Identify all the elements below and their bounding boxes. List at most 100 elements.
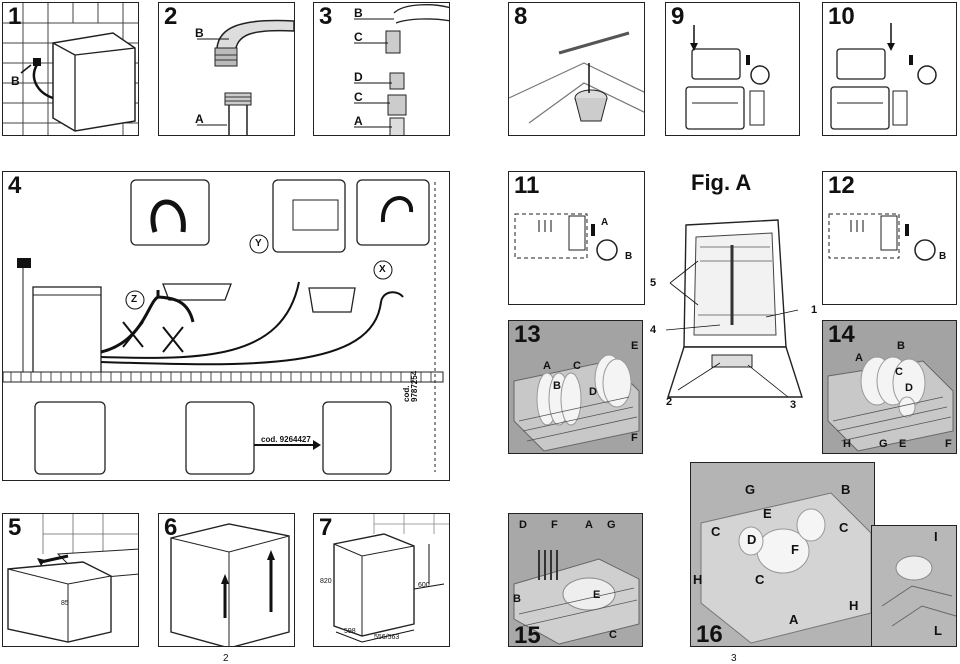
figure-4-label-z: Z xyxy=(131,294,138,305)
figure-10-panel: 10 xyxy=(822,2,957,136)
figure-11-number: 11 xyxy=(514,172,540,199)
figure-16-label-l: L xyxy=(934,623,942,638)
figure-4-label-x: X xyxy=(379,264,386,275)
fig-a-callout-4: 4 xyxy=(650,324,657,336)
figure-4-code-2: cod. 9787254 xyxy=(402,370,419,402)
figure-12-number: 12 xyxy=(828,172,855,199)
figure-16-label-a: A xyxy=(789,612,799,627)
figure-15-number: 15 xyxy=(514,622,541,647)
figure-16-label-h2: H xyxy=(849,598,859,613)
figure-16-panel: 16 G B E C D C F H C A H xyxy=(690,462,875,647)
figure-16-label-e: E xyxy=(763,506,772,521)
figure-7-panel: 7 598 556/563 820 600 xyxy=(313,513,450,647)
figure-14-label-d: D xyxy=(905,382,913,394)
figure-15-panel: 15 D F A G B E C xyxy=(508,513,643,647)
figure-16-photo xyxy=(691,463,874,646)
fig-a-callout-2: 2 xyxy=(666,396,673,408)
fig-a-callout-1: 1 xyxy=(811,304,818,316)
figure-3-label-b: B xyxy=(354,6,363,20)
figure-7-dim-598: 598 xyxy=(344,628,356,635)
figure-16-label-c1: C xyxy=(711,524,721,539)
figure-14-label-g: G xyxy=(879,438,888,450)
figure-4-code-1: cod. 9264427 xyxy=(261,435,311,444)
figure-4-number: 4 xyxy=(8,172,22,199)
figure-9-number: 9 xyxy=(671,3,685,30)
figure-3-label-c2: C xyxy=(354,90,363,104)
figure-16-label-c2: C xyxy=(839,520,849,535)
fig-a-callout-5: 5 xyxy=(650,277,657,289)
figure-13-label-f: F xyxy=(631,432,638,444)
figure-5-dim: 85 xyxy=(61,600,69,607)
figure-10-number: 10 xyxy=(828,3,855,30)
figure-14-label-f: F xyxy=(945,438,952,450)
fig-a-illustration: Fig. A 5 4 1 2 3 xyxy=(648,165,822,431)
figure-1-illustration xyxy=(3,3,138,135)
figure-15-label-g: G xyxy=(607,519,616,531)
fig-a-title: Fig. A xyxy=(691,170,752,195)
figure-2-label-a: A xyxy=(195,112,204,126)
figure-4-illustration xyxy=(3,179,444,475)
figure-15-label-d: D xyxy=(519,519,527,531)
figure-7-illustration xyxy=(333,514,449,643)
figure-12-illustration xyxy=(828,213,936,261)
figure-14-label-h: H xyxy=(843,438,851,450)
figure-13-label-a: A xyxy=(543,360,551,372)
figure-15-label-b: B xyxy=(513,593,521,605)
figure-9-illustration xyxy=(685,25,770,130)
figure-13-photo xyxy=(509,321,642,453)
figure-4-label-y: Y xyxy=(255,238,262,249)
figure-14-label-e: E xyxy=(899,438,907,450)
figure-15-label-a: A xyxy=(585,519,593,531)
figure-16-inset-panel: I L xyxy=(871,525,957,647)
figure-15-photo xyxy=(509,514,642,646)
figure-1-panel: 1 B xyxy=(2,2,139,136)
figure-11-label-a: A xyxy=(601,217,609,228)
figure-8-panel: 8 xyxy=(508,2,645,136)
figure-16-number: 16 xyxy=(696,621,723,647)
figure-13-panel: 13 A B C D E F xyxy=(508,320,643,454)
figure-2-illustration xyxy=(197,19,294,135)
figure-6-illustration xyxy=(170,523,290,646)
figure-13-label-e: E xyxy=(631,340,639,352)
figure-13-number: 13 xyxy=(514,321,541,348)
figure-5-panel: 5 85 xyxy=(2,513,139,647)
figure-14-number: 14 xyxy=(828,321,855,348)
figure-10-illustration xyxy=(830,23,937,130)
figure-3-number: 3 xyxy=(319,3,333,30)
figure-7-dim-600: 600 xyxy=(418,582,430,589)
figure-14-label-c: C xyxy=(895,366,903,378)
figure-16-inset-photo xyxy=(872,526,956,646)
figure-16-label-h1: H xyxy=(693,572,703,587)
fig-a-callout-3: 3 xyxy=(790,399,797,411)
figure-2-panel: 2 B A xyxy=(158,2,295,136)
figure-16-label-b: B xyxy=(841,482,851,497)
figure-2-number: 2 xyxy=(164,3,178,30)
page-number-right: 3 xyxy=(731,653,737,664)
figure-14-label-b: B xyxy=(897,340,905,352)
figure-16-label-c3: C xyxy=(755,572,765,587)
figure-1-label-b: B xyxy=(11,74,20,88)
figure-1-number: 1 xyxy=(8,3,22,30)
figure-2-label-b: B xyxy=(195,26,204,40)
figure-16-label-f: F xyxy=(791,542,799,557)
figure-8-illustration xyxy=(509,31,644,124)
figure-12-panel: 12 B xyxy=(822,171,957,305)
figure-3-label-d: D xyxy=(354,70,363,84)
figure-13-label-d: D xyxy=(589,386,597,398)
figure-5-illustration xyxy=(7,514,138,643)
figure-13-label-c: C xyxy=(573,360,581,372)
figure-16-label-i: I xyxy=(934,529,938,544)
figure-6-number: 6 xyxy=(164,514,178,541)
figure-3-panel: 3 B C D C A xyxy=(313,2,450,136)
figure-15-label-c: C xyxy=(609,629,617,641)
figure-12-label-b: B xyxy=(939,251,947,262)
figure-15-label-e: E xyxy=(593,589,601,601)
fig-a-drawing xyxy=(665,219,803,398)
figure-11-illustration xyxy=(514,213,618,261)
figure-3-label-c1: C xyxy=(354,30,363,44)
figure-11-panel: 11 A B xyxy=(508,171,645,305)
figure-7-number: 7 xyxy=(319,514,333,541)
figure-15-label-f: F xyxy=(551,519,558,531)
page-number-left: 2 xyxy=(223,653,229,664)
figure-3-label-a: A xyxy=(354,114,363,128)
